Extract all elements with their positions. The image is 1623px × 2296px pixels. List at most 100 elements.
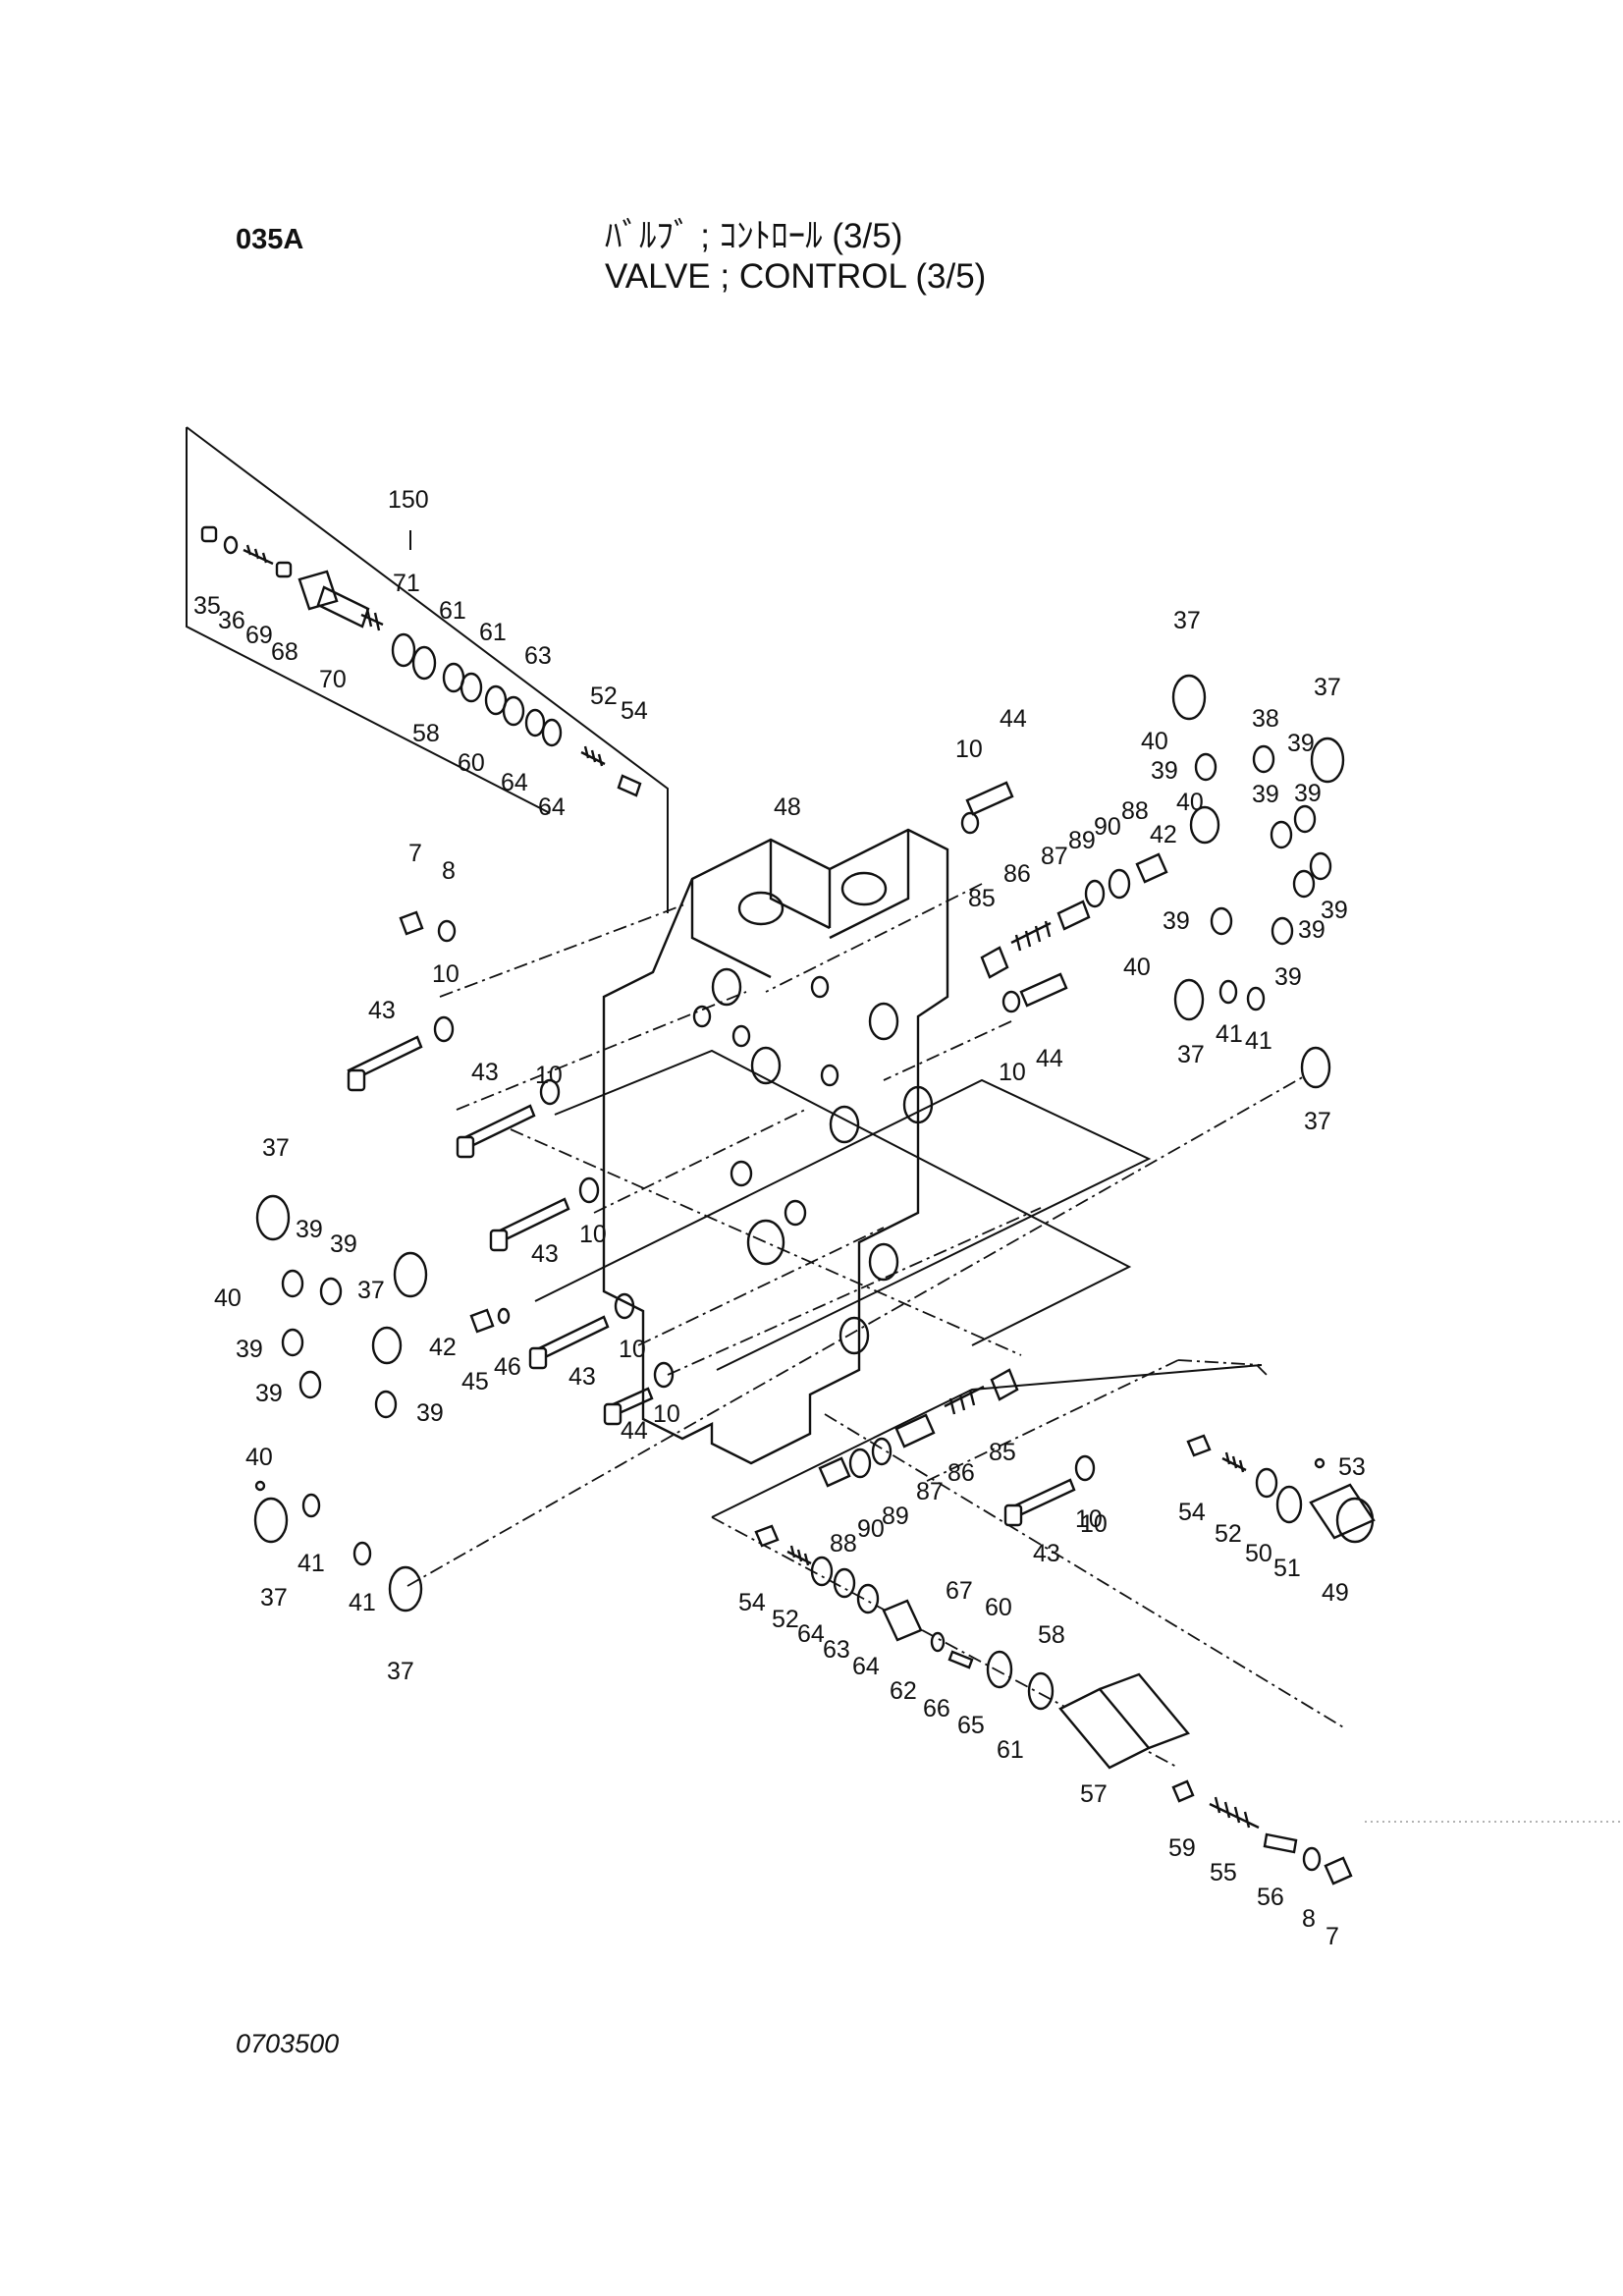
left-orings: [253, 1194, 428, 1613]
callout-39: 39: [255, 1380, 283, 1407]
drawing-number: 0703500: [236, 2029, 340, 2058]
callout-39: 39: [1321, 897, 1348, 924]
callout-40: 40: [245, 1444, 273, 1471]
title-japanese: ﾊﾞﾙﾌﾞ ; ｺﾝﾄﾛｰﾙ (3/5): [605, 217, 903, 255]
callout-40: 40: [214, 1285, 242, 1312]
callout-41: 41: [349, 1589, 376, 1616]
callout-64: 64: [797, 1620, 825, 1648]
callout-42: 42: [1150, 821, 1177, 848]
callout-52: 52: [1215, 1520, 1242, 1548]
callout-37: 37: [1177, 1041, 1205, 1068]
callout-40: 40: [1176, 789, 1204, 816]
callout-10: 10: [1080, 1510, 1108, 1538]
spool-assembly-upper: [960, 781, 1168, 1013]
callout-63: 63: [823, 1636, 850, 1664]
callout-50: 50: [1245, 1540, 1272, 1567]
callout-41: 41: [298, 1550, 325, 1577]
callout-39: 39: [1294, 780, 1322, 807]
callout-52: 52: [772, 1606, 799, 1633]
callout-37: 37: [357, 1277, 385, 1304]
callout-70: 70: [319, 666, 347, 693]
title-english: VALVE ; CONTROL (3/5): [605, 257, 987, 296]
callout-10: 10: [1075, 1505, 1103, 1533]
callout-85: 85: [968, 885, 996, 912]
callout-49: 49: [1322, 1579, 1349, 1607]
callout-61: 61: [997, 1736, 1024, 1764]
callout-86: 86: [947, 1459, 975, 1487]
callout-53: 53: [1338, 1453, 1366, 1481]
callout-37: 37: [262, 1134, 290, 1162]
callout-89: 89: [882, 1503, 909, 1530]
callout-43: 43: [568, 1363, 596, 1391]
callout-54: 54: [1178, 1499, 1206, 1526]
callout-10: 10: [579, 1221, 607, 1248]
callout-10: 10: [432, 960, 460, 988]
relief-valve-right: [1186, 1434, 1376, 1544]
callout-64: 64: [538, 793, 566, 821]
callout-64: 64: [852, 1653, 880, 1680]
relief-valve-lower: [754, 1524, 1353, 1886]
callout-40: 40: [1141, 728, 1168, 755]
bolts-and-washers: [347, 910, 1096, 1527]
callout-10: 10: [999, 1059, 1026, 1086]
callout-10: 10: [955, 736, 983, 763]
callout-61: 61: [439, 597, 466, 625]
callout-41: 41: [1216, 1020, 1243, 1048]
callout-87: 87: [1041, 843, 1068, 870]
callout-59: 59: [1168, 1834, 1196, 1862]
callout-55: 55: [1210, 1859, 1237, 1886]
callout-62: 62: [890, 1677, 917, 1705]
valve-body-48: [602, 828, 949, 1465]
callout-52: 52: [590, 683, 618, 710]
callout-48: 48: [774, 793, 801, 821]
callout-39: 39: [1274, 963, 1302, 991]
callout-54: 54: [621, 697, 648, 725]
callout-43: 43: [368, 997, 396, 1024]
callout-39: 39: [1252, 781, 1279, 808]
callout-45: 45: [461, 1368, 489, 1395]
callout-37: 37: [1173, 607, 1201, 634]
callout-36: 36: [218, 607, 245, 634]
callout-58: 58: [412, 720, 440, 747]
callout-61: 61: [479, 619, 507, 646]
spool-assembly-lower: [818, 1368, 1019, 1488]
callout-57: 57: [1080, 1780, 1108, 1808]
callout-71: 71: [393, 570, 420, 597]
callout-86: 86: [1003, 860, 1031, 888]
callout-46: 46: [494, 1353, 521, 1381]
callout-88: 88: [830, 1530, 857, 1558]
callout-44: 44: [1000, 705, 1027, 733]
callout-37: 37: [260, 1584, 288, 1612]
callout-43: 43: [471, 1059, 499, 1086]
callout-44: 44: [1036, 1045, 1063, 1072]
callout-numbers: 150 35 36 69 68 70 71 58 61 60 61 63 64 …: [193, 486, 1366, 1950]
right-orings: [1171, 674, 1345, 1089]
callout-8: 8: [1302, 1905, 1316, 1933]
callout-37: 37: [387, 1658, 414, 1685]
callout-60: 60: [458, 749, 485, 777]
callout-43: 43: [1033, 1540, 1060, 1567]
callout-56: 56: [1257, 1884, 1284, 1911]
callout-88: 88: [1121, 797, 1149, 825]
callout-87: 87: [916, 1478, 944, 1505]
callout-150: 150: [388, 486, 429, 514]
callout-39: 39: [330, 1230, 357, 1258]
callout-90: 90: [1094, 813, 1121, 841]
callout-39: 39: [1163, 907, 1190, 935]
callout-89: 89: [1068, 827, 1096, 854]
callout-66: 66: [923, 1695, 950, 1722]
callout-39: 39: [416, 1399, 444, 1427]
callout-39: 39: [296, 1216, 323, 1243]
callout-63: 63: [524, 642, 552, 670]
callout-8: 8: [442, 857, 456, 885]
subassembly-150-box: [186, 426, 669, 913]
callout-41: 41: [1245, 1027, 1272, 1055]
callout-10: 10: [535, 1062, 563, 1089]
callout-40: 40: [1123, 954, 1151, 981]
callout-43: 43: [531, 1240, 559, 1268]
callout-35: 35: [193, 592, 221, 620]
callout-85: 85: [989, 1439, 1016, 1466]
callout-64: 64: [501, 769, 528, 796]
callout-54: 54: [738, 1589, 766, 1616]
